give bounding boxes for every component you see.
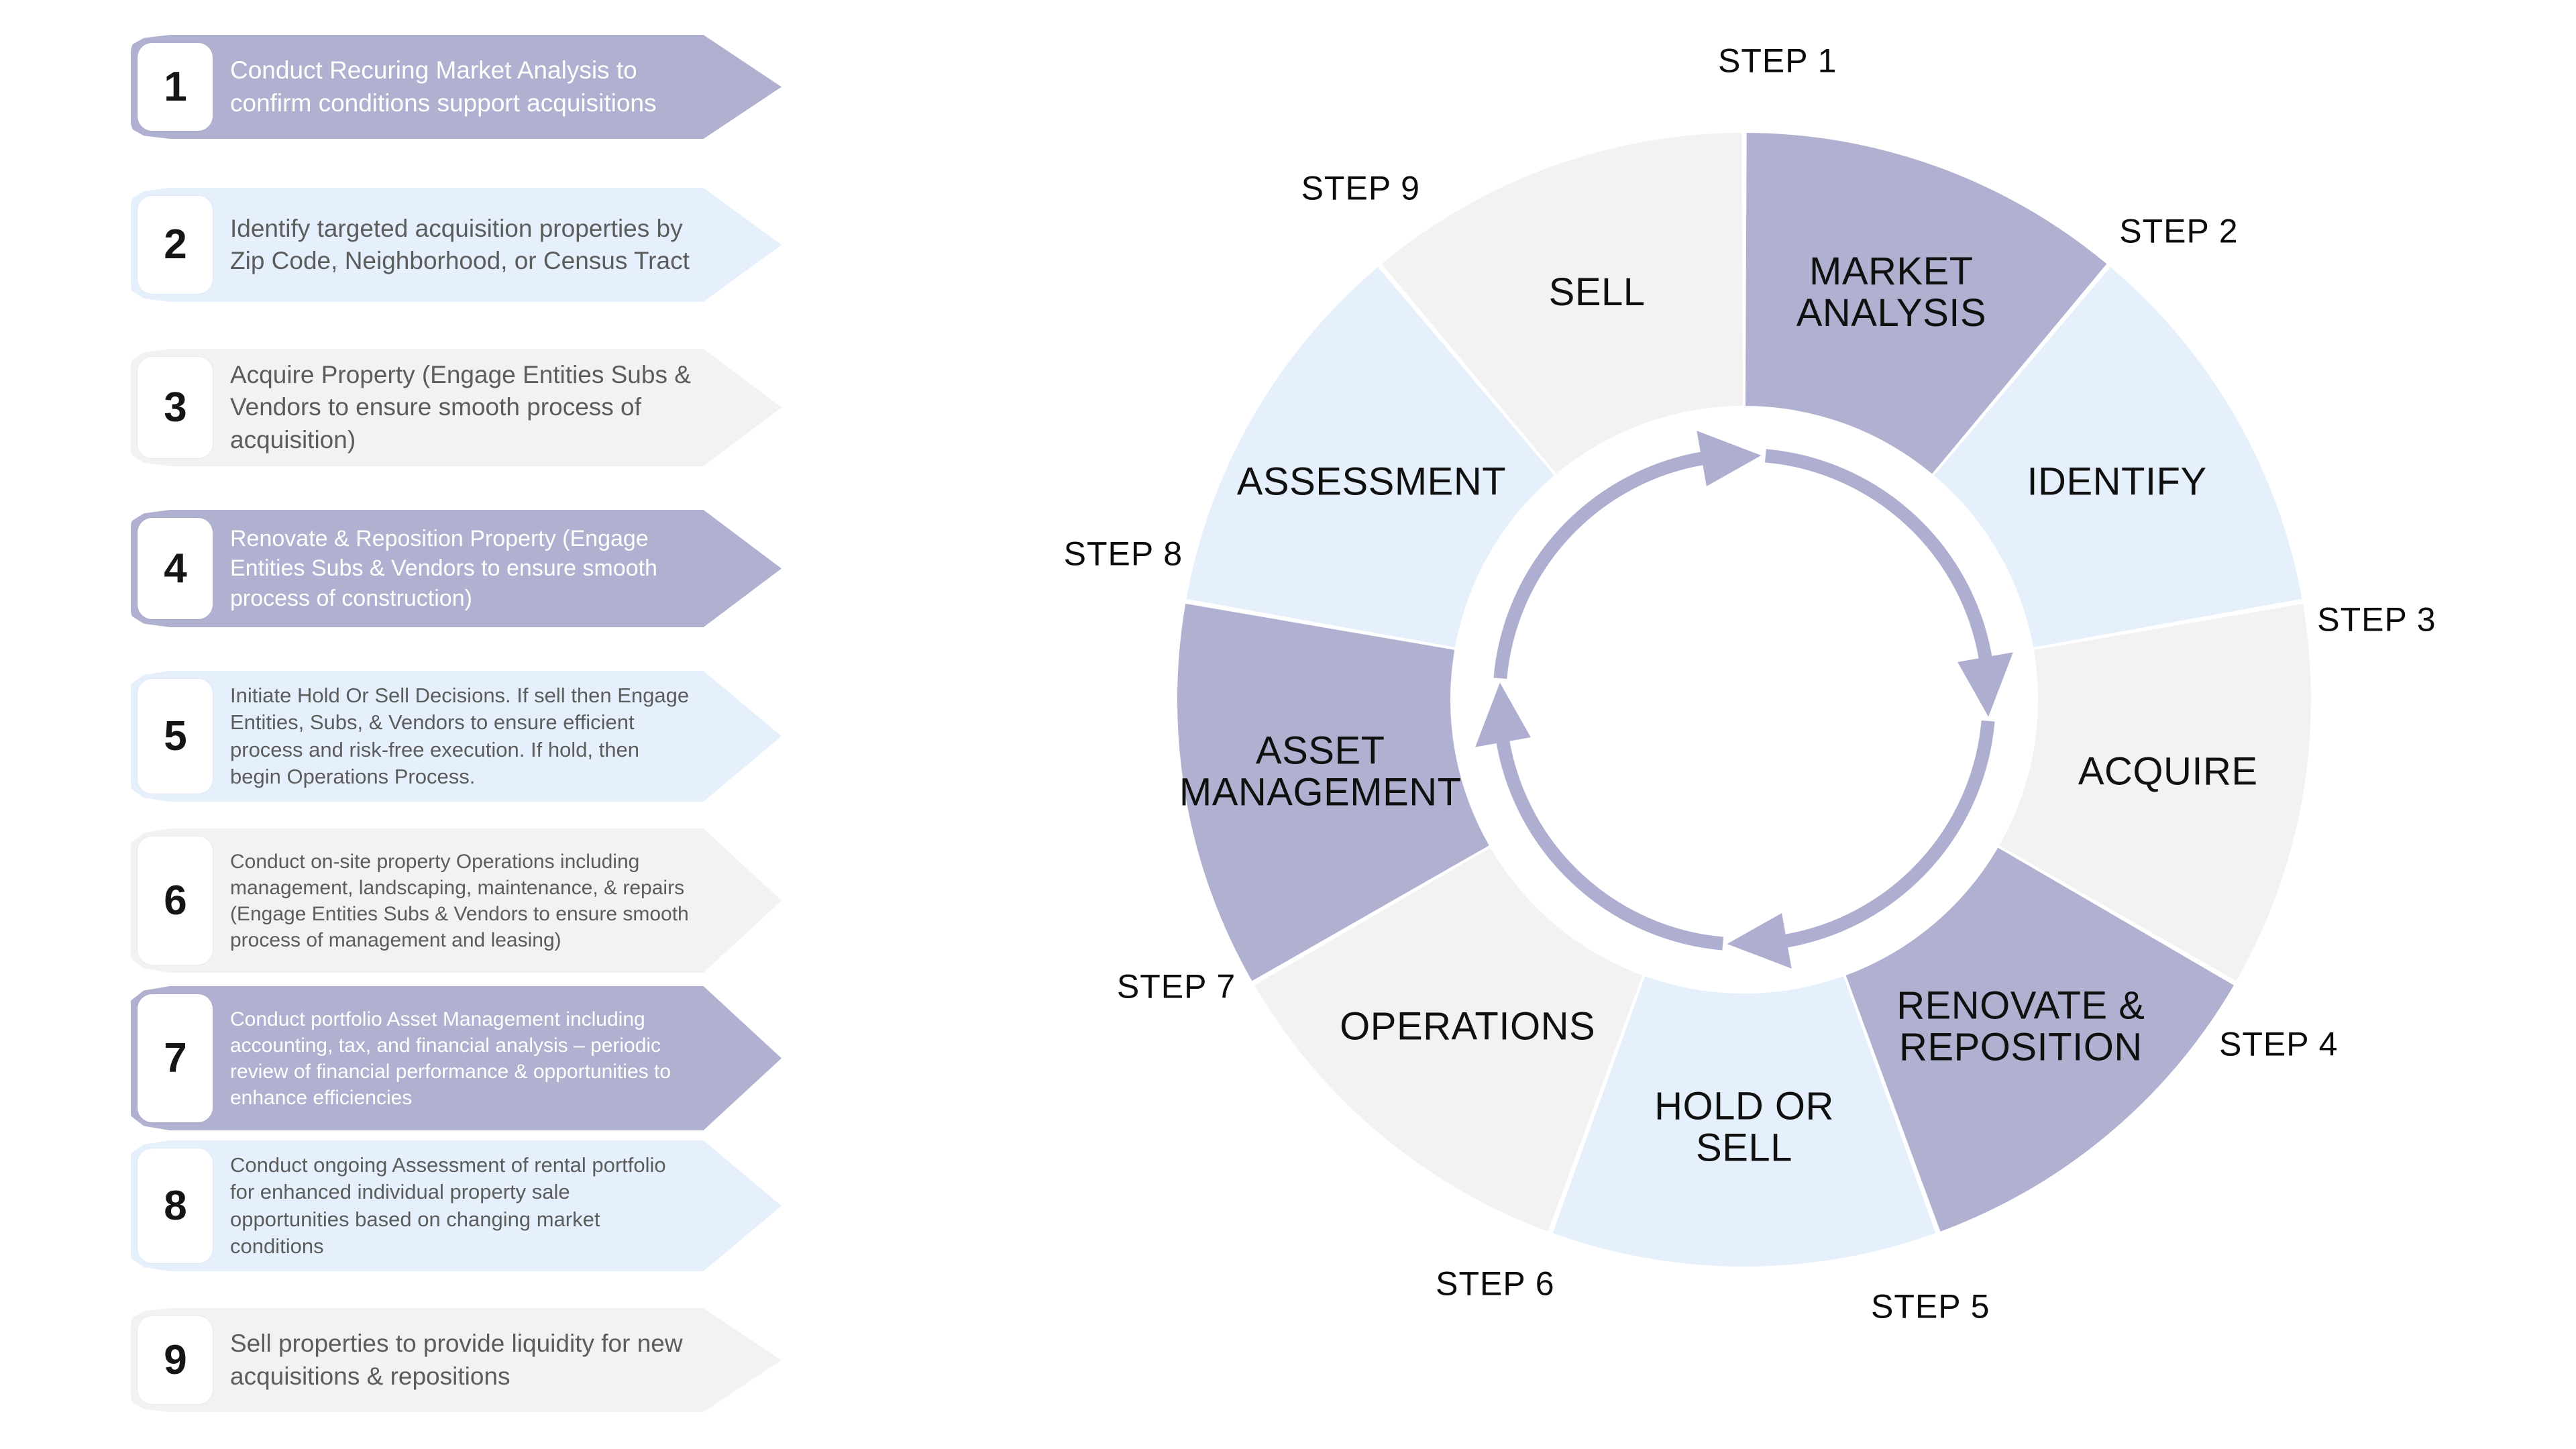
step-description-text: Conduct portfolio Asset Management inclu… [230,1008,672,1109]
step-number-badge: 3 [138,357,213,458]
step-description-text: Renovate & Reposition Property (Engage E… [230,526,657,611]
step-chevron-shape [131,35,782,139]
step-number-badge: 4 [138,518,213,619]
step-chevron-shape [131,986,782,1130]
cycle-arrow-head-3 [1727,913,1792,969]
cycle-arrow-arc-1 [1493,451,1707,680]
donut-step-tick-5: STEP 5 [1871,1288,1990,1326]
step-number-label: 1 [164,63,186,110]
cycle-arrow-arc-2 [1764,449,1993,663]
step-description-wrap: Acquire Property (Engage Entities Subs &… [230,349,693,466]
donut-step-tick-7: STEP 7 [1117,967,1236,1005]
cycle-arrow-head-1 [1697,431,1762,486]
step-chevron-shape [131,1308,782,1412]
step-number-badge: 5 [138,679,213,794]
donut-segment-label-3: ACQUIRE [2078,750,2258,794]
step-description-text: Conduct Recuring Market Analysis to conf… [230,56,657,117]
process-steps-list: 1 Conduct Recuring Market Analysis to con… [0,0,839,1449]
step-description-wrap: Identify targeted acquisition properties… [230,188,693,302]
donut-segment-label-4: RENOVATE &REPOSITION [1896,984,2145,1069]
step-description-wrap: Renovate & Reposition Property (Engage E… [230,510,693,627]
step-description-text: Conduct on-site property Operations incl… [230,850,689,951]
step-description-wrap: Conduct portfolio Asset Management inclu… [230,986,693,1130]
donut-step-tick-9: STEP 9 [1301,169,1420,207]
donut-segment-label-6: OPERATIONS [1340,1005,1595,1049]
step-number-badge: 2 [138,196,213,294]
donut-segment-8[interactable] [1186,267,1554,648]
step-number-badge: 7 [138,994,213,1122]
donut-segment-label-2: IDENTIFY [2027,460,2206,504]
donut-segment-9[interactable] [1381,133,1743,474]
step-description-wrap: Conduct Recuring Market Analysis to conf… [230,35,693,139]
donut-segment-label-8: ASSESSMENT [1237,460,1506,504]
step-description-wrap: Sell properties to provide liquidity for… [230,1308,693,1412]
step-number-badge: 8 [138,1148,213,1263]
step-chevron-shape [131,1140,782,1271]
step-description-text: Conduct ongoing Assessment of rental por… [230,1152,666,1258]
step-chevron-shape [131,510,782,627]
step-number-label: 3 [164,384,186,431]
donut-segment-2[interactable] [1934,267,2302,648]
donut-segment-6[interactable] [1254,847,1643,1232]
step-description-text: Sell properties to provide liquidity for… [230,1330,683,1390]
step-number-badge: 9 [138,1316,213,1404]
step-number-badge: 1 [138,43,213,131]
donut-segment-1[interactable] [1745,133,2107,474]
donut-step-tick-4: STEP 4 [2219,1026,2338,1063]
cycle-arrow-arc-3 [1781,720,1995,949]
donut-segment-7[interactable] [1177,603,1489,981]
donut-segment-5[interactable] [1552,976,1936,1267]
step-chevron-shape [131,349,782,466]
donut-step-tick-8: STEP 8 [1064,535,1183,572]
cycle-arrow-arc-4 [1495,737,1724,951]
step-chevron-shape [131,671,782,802]
step-description-text: Acquire Property (Engage Entities Subs &… [230,361,691,453]
step-number-label: 2 [164,221,186,268]
step-number-label: 7 [164,1034,186,1081]
step-description-wrap: Initiate Hold Or Sell Decisions. If sell… [230,671,693,802]
step-description-wrap: Conduct ongoing Assessment of rental por… [230,1140,693,1271]
step-number-label: 5 [164,712,186,759]
donut-step-tick-2: STEP 2 [2119,212,2238,250]
donut-step-tick-6: STEP 6 [1436,1265,1554,1303]
cycle-arrow-head-2 [1957,652,2013,717]
step-chevron-shape [131,828,782,973]
step-description-text: Identify targeted acquisition properties… [230,214,690,274]
step-number-label: 8 [164,1182,186,1229]
donut-segment-4[interactable] [1845,847,2234,1232]
donut-segment-3[interactable] [1999,603,2311,981]
step-description-text: Initiate Hold Or Sell Decisions. If sell… [230,683,690,788]
step-chevron-shape [131,188,782,302]
step-description-wrap: Conduct on-site property Operations incl… [230,828,693,973]
donut-step-tick-1: STEP 1 [1718,42,1837,80]
step-number-label: 4 [164,545,186,592]
step-number-badge: 6 [138,837,213,965]
donut-segment-label-9: SELL [1549,271,1646,315]
donut-step-tick-3: STEP 3 [2317,600,2436,638]
cycle-arrow-head-4 [1475,682,1531,747]
step-number-label: 6 [164,877,186,924]
step-number-label: 9 [164,1336,186,1383]
